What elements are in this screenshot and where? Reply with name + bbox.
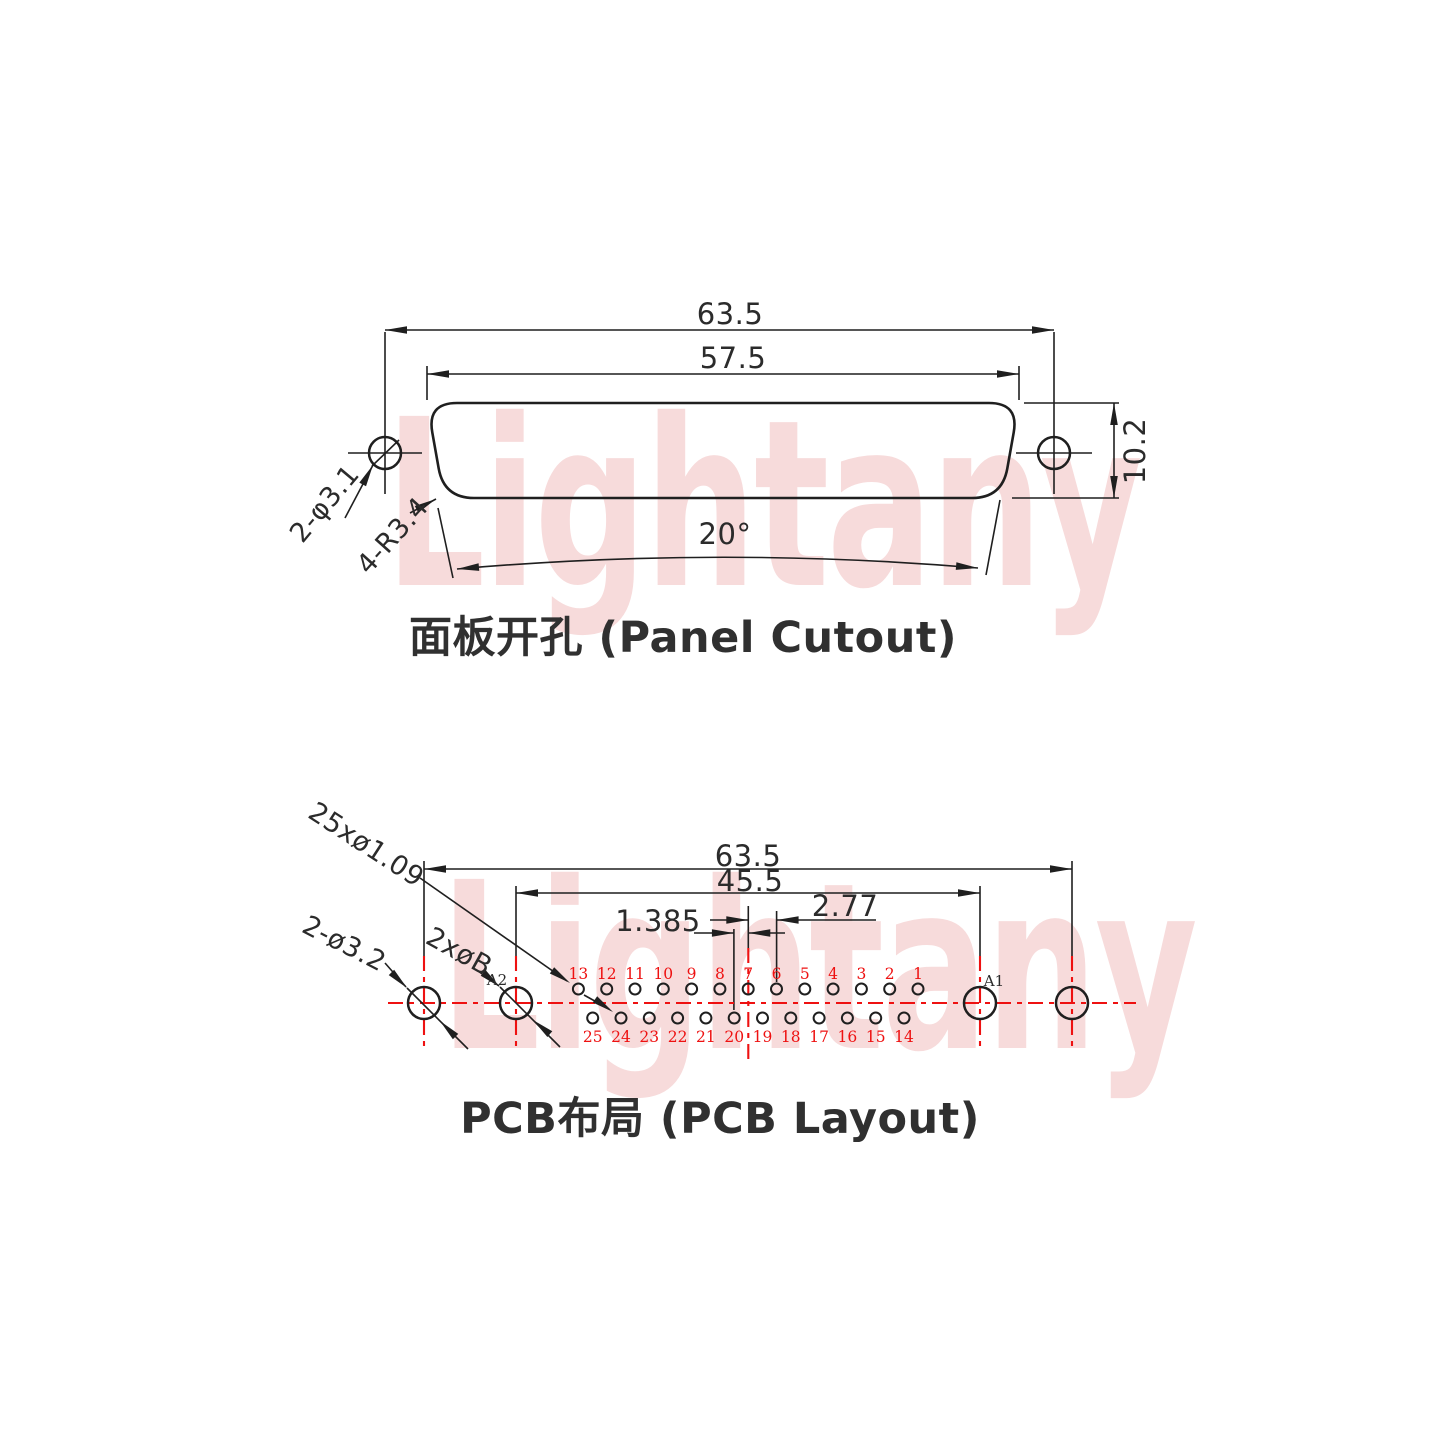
pcb-drawing [423, 861, 1073, 1010]
pcb-outer-width-dim: 63.5 [714, 839, 782, 873]
svg-text:6: 6 [772, 965, 782, 983]
svg-text:10: 10 [653, 965, 673, 983]
pcb-row-offset-dim: 1.385 [615, 904, 701, 938]
pcb-centerlines [388, 948, 1136, 1062]
svg-text:15: 15 [866, 1028, 886, 1046]
pcb-title: PCB布局 (PCB Layout) [460, 1094, 980, 1144]
panel-side-angle-dim: 20° [698, 517, 752, 551]
svg-text:23: 23 [639, 1028, 659, 1046]
panel-title: 面板开孔 (Panel Cutout) [408, 613, 958, 663]
svg-text:17: 17 [809, 1028, 829, 1046]
svg-text:5: 5 [800, 965, 810, 983]
svg-text:8: 8 [715, 965, 725, 983]
panel-slot-height-dim: 10.2 [1118, 417, 1152, 485]
svg-text:11: 11 [625, 965, 645, 983]
svg-text:24: 24 [611, 1028, 631, 1046]
pcb-a1-label: A1 [983, 972, 1005, 990]
pcb-pin-pitch-dim: 2.77 [811, 889, 879, 923]
pcb-inner-width-dim: 45.5 [716, 864, 784, 898]
watermark-text-panel: Lightany [385, 370, 1143, 640]
svg-text:18: 18 [781, 1028, 801, 1046]
panel-outer-width-dim: 63.5 [696, 297, 764, 331]
panel-slot-width-dim: 57.5 [699, 341, 767, 375]
svg-text:2: 2 [885, 965, 895, 983]
pcb-leaders [384, 877, 613, 1050]
panel-drawing [344, 326, 1119, 579]
svg-text:25: 25 [583, 1028, 603, 1046]
svg-text:20: 20 [724, 1028, 744, 1046]
svg-text:4: 4 [828, 965, 838, 983]
svg-text:19: 19 [753, 1028, 773, 1046]
svg-text:12: 12 [597, 965, 617, 983]
pcb-mount-holes [406, 985, 1090, 1021]
pcb-a2-label: A2 [486, 971, 508, 989]
svg-text:3: 3 [856, 965, 866, 983]
svg-text:14: 14 [894, 1028, 914, 1046]
pin-holes [571, 982, 925, 1025]
svg-text:9: 9 [687, 965, 697, 983]
svg-text:13: 13 [569, 965, 589, 983]
svg-text:21: 21 [696, 1028, 716, 1046]
svg-text:22: 22 [668, 1028, 688, 1046]
svg-text:1: 1 [913, 965, 923, 983]
svg-text:16: 16 [838, 1028, 858, 1046]
svg-text:7: 7 [743, 965, 753, 983]
